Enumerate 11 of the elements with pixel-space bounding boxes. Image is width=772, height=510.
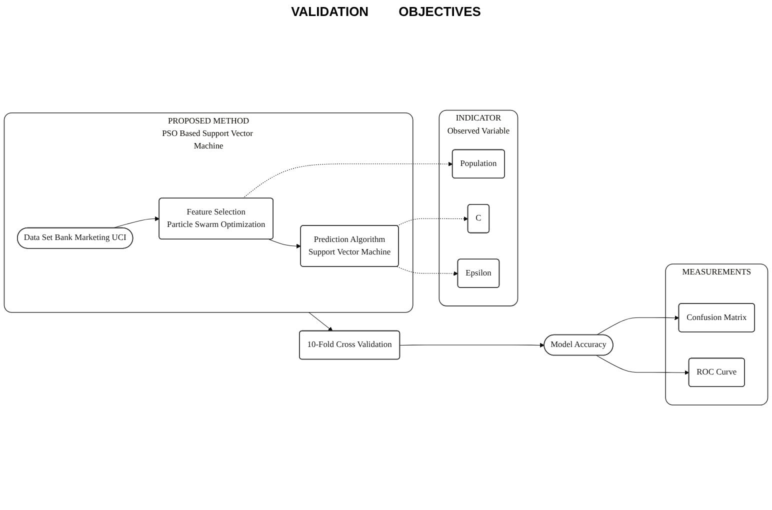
arrow (596, 316, 680, 336)
arrow (242, 162, 453, 199)
arrow (268, 240, 302, 249)
arrow (396, 216, 468, 226)
arrow (596, 356, 690, 376)
arrow (400, 343, 545, 348)
column-heading: OBJECTIVES (398, 4, 481, 19)
arrow (112, 216, 160, 229)
arrow (308, 312, 333, 332)
column-heading: VALIDATION (291, 4, 369, 19)
arrow (396, 266, 458, 276)
